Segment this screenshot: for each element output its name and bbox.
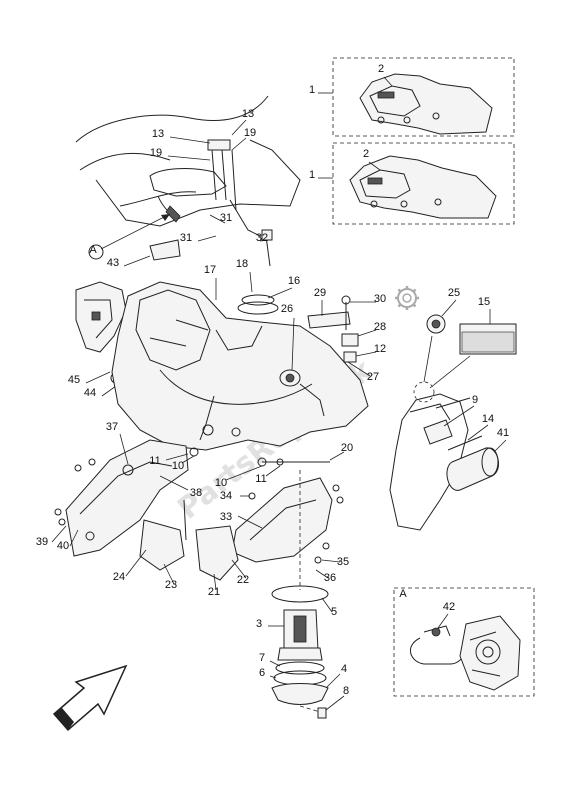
callout-13b: 13 — [152, 128, 164, 140]
callout-39: 39 — [36, 536, 48, 548]
inset-box-bottom — [318, 142, 515, 225]
callout-27: 27 — [367, 371, 379, 383]
callout-45: 45 — [68, 374, 80, 386]
cap-and-label — [413, 299, 517, 403]
callout-9: 9 — [472, 394, 478, 406]
callout-4: 4 — [341, 663, 347, 675]
callout-14: 14 — [482, 413, 494, 425]
callout-37: 37 — [106, 421, 118, 433]
callout-1a: 1 — [309, 84, 315, 96]
callout-36: 36 — [324, 572, 336, 584]
front-direction-arrow — [52, 664, 128, 732]
callout-13a: 13 — [242, 108, 254, 120]
callout-28: 28 — [374, 321, 386, 333]
callout-11b: 11 — [255, 473, 266, 485]
callout-23: 23 — [165, 579, 177, 591]
frame-harness-detail — [75, 95, 301, 267]
callout-10b: 10 — [215, 477, 227, 489]
right-shroud — [389, 393, 507, 531]
callout-A-box: A — [399, 588, 407, 600]
callout-33: 33 — [220, 511, 232, 523]
bracket-assembly — [307, 295, 377, 377]
callout-21: 21 — [208, 586, 220, 598]
fasteners-10-11-20 — [165, 447, 345, 481]
callout-12: 12 — [374, 343, 386, 355]
callout-38: 38 — [190, 487, 202, 499]
callout-41: 41 — [497, 427, 509, 439]
callout-2a: 2 — [378, 63, 384, 75]
callout-31b: 31 — [180, 232, 192, 244]
callout-6: 6 — [259, 667, 265, 679]
callout-19a: 19 — [244, 127, 256, 139]
callout-7: 7 — [259, 652, 265, 664]
callout-11a: 11 — [149, 455, 160, 467]
callout-22: 22 — [237, 574, 249, 586]
callout-18: 18 — [236, 258, 248, 270]
callout-16: 16 — [288, 275, 300, 287]
callout-30: 30 — [374, 293, 386, 305]
fuel-tank — [111, 271, 369, 451]
callout-29: 29 — [314, 287, 326, 299]
callout-A-circle: A — [89, 244, 97, 256]
callout-32: 32 — [256, 232, 268, 244]
side-cover-left — [75, 281, 127, 397]
callout-15: 15 — [478, 296, 490, 308]
callout-42: 42 — [443, 601, 455, 613]
callout-25: 25 — [448, 287, 460, 299]
detail-box-a — [393, 587, 535, 697]
callout-20: 20 — [341, 442, 353, 454]
callout-3: 3 — [256, 618, 262, 630]
callout-1b: 1 — [309, 169, 315, 181]
lower-left-bracket — [51, 433, 189, 585]
callout-31a: 31 — [220, 212, 232, 224]
callout-5: 5 — [331, 606, 337, 618]
callout-43: 43 — [107, 257, 119, 269]
callout-19b: 19 — [150, 147, 162, 159]
lower-center-shroud — [195, 477, 344, 591]
callout-10a: 10 — [172, 460, 184, 472]
callout-8: 8 — [343, 685, 349, 697]
callout-40: 40 — [57, 540, 69, 552]
callout-2b: 2 — [363, 148, 369, 160]
callout-24: 24 — [113, 571, 125, 583]
inset-box-top — [318, 57, 515, 137]
fuel-pump-assembly — [268, 470, 345, 719]
callout-44: 44 — [84, 387, 96, 399]
gear-icon — [395, 286, 419, 310]
callout-26: 26 — [281, 303, 293, 315]
callout-35: 35 — [337, 556, 349, 568]
callout-34: 34 — [220, 490, 232, 502]
callout-17: 17 — [204, 264, 216, 276]
reference-a-circle — [88, 244, 104, 260]
